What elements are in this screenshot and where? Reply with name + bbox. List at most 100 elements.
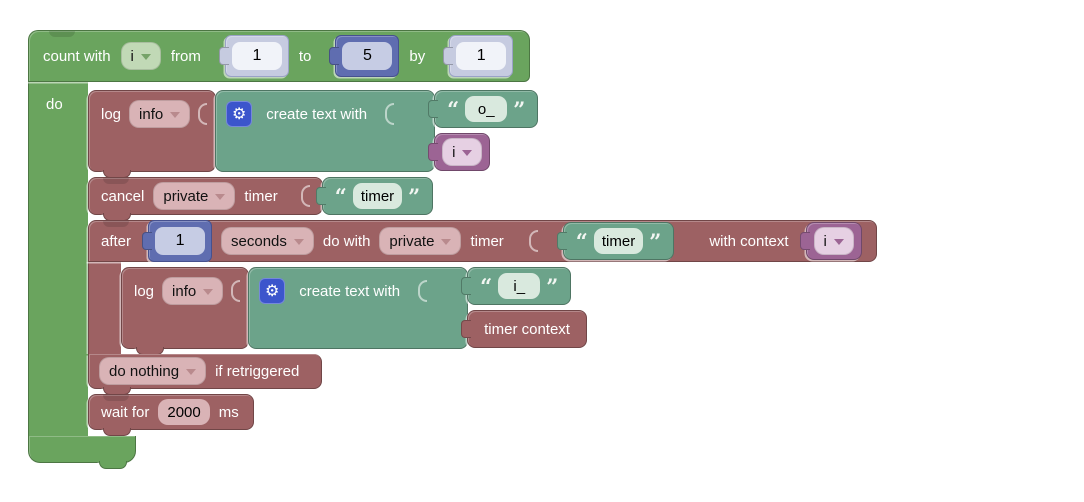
variable-block-i[interactable]: i bbox=[434, 133, 491, 171]
after-timer-block[interactable]: after 1 seconds do with private bbox=[88, 220, 877, 395]
loop-variable-value: i bbox=[130, 47, 134, 65]
close-quote-icon: ” bbox=[513, 96, 526, 122]
gear-icon: ⚙ bbox=[265, 283, 280, 300]
log-level-dropdown[interactable]: info bbox=[129, 100, 191, 128]
after-label: after bbox=[101, 232, 132, 250]
open-quote-icon: “ bbox=[334, 183, 347, 209]
close-quote-icon: ” bbox=[408, 183, 421, 209]
loop-to-label: to bbox=[298, 47, 312, 65]
input-socket bbox=[528, 230, 538, 252]
dropdown-arrow-icon bbox=[293, 238, 304, 245]
loop-header[interactable]: count with i from 1 to 5 by 1 bbox=[28, 30, 531, 82]
input-socket bbox=[300, 185, 310, 207]
cancel-timer-row: cancel private timer “ timer ” bbox=[88, 177, 434, 221]
create-text-block[interactable]: ⚙ create text with bbox=[215, 90, 436, 172]
timer-scope-value: private bbox=[389, 232, 435, 250]
log-label: log bbox=[134, 282, 155, 300]
variable-dropdown[interactable]: i bbox=[813, 227, 854, 255]
wait-block[interactable]: wait for 2000 ms bbox=[88, 394, 254, 436]
by-number-block[interactable]: 1 bbox=[449, 35, 514, 77]
gear-icon: ⚙ bbox=[232, 106, 247, 123]
to-number-block[interactable]: 5 bbox=[335, 35, 400, 77]
dropdown-arrow-icon bbox=[170, 111, 181, 118]
log-level-dropdown[interactable]: info bbox=[162, 277, 224, 305]
variable-value: i bbox=[452, 143, 456, 161]
time-unit-value: seconds bbox=[231, 232, 287, 250]
open-quote-icon: “ bbox=[575, 228, 588, 254]
count-with-loop-block[interactable]: count with i from 1 to 5 by 1 do bbox=[28, 30, 877, 469]
time-unit-dropdown[interactable]: seconds bbox=[221, 227, 314, 255]
cancel-timer-block[interactable]: cancel private timer bbox=[88, 177, 323, 221]
loop-foot bbox=[28, 436, 136, 469]
create-text-block[interactable]: ⚙ create text with bbox=[248, 267, 469, 349]
dropdown-arrow-icon bbox=[215, 193, 226, 200]
context-variable-block[interactable]: i bbox=[805, 222, 862, 260]
loop-variable-dropdown[interactable]: i bbox=[120, 42, 161, 70]
string-field[interactable]: timer bbox=[593, 228, 644, 254]
input-socket bbox=[231, 280, 241, 302]
dropdown-arrow-icon bbox=[186, 368, 197, 375]
dropdown-arrow-icon bbox=[140, 53, 151, 60]
log-level-value: info bbox=[139, 105, 164, 123]
with-context-label: with context bbox=[709, 232, 789, 250]
close-quote-icon: ” bbox=[649, 228, 662, 254]
dropdown-arrow-icon bbox=[441, 238, 452, 245]
from-number-block[interactable]: 1 bbox=[224, 35, 289, 77]
from-number-field[interactable]: 1 bbox=[231, 42, 282, 70]
timer-label: timer bbox=[470, 232, 504, 250]
variable-dropdown[interactable]: i bbox=[442, 138, 483, 166]
loop-do-label: do bbox=[46, 96, 63, 113]
string-block[interactable]: “ o_ ” bbox=[434, 90, 539, 128]
retrigger-policy-value: do nothing bbox=[109, 362, 180, 380]
open-quote-icon: “ bbox=[447, 96, 460, 122]
string-field[interactable]: i_ bbox=[498, 273, 541, 299]
timer-scope-value: private bbox=[163, 187, 209, 205]
string-field[interactable]: timer bbox=[352, 183, 403, 209]
inner-log-statement-row: log info bbox=[121, 267, 587, 355]
input-socket bbox=[418, 280, 428, 302]
timer-scope-dropdown[interactable]: private bbox=[379, 227, 462, 255]
mutator-gear-button[interactable]: ⚙ bbox=[259, 278, 286, 304]
delay-number-field[interactable]: 1 bbox=[155, 227, 206, 255]
dropdown-arrow-icon bbox=[833, 238, 844, 245]
variable-value: i bbox=[823, 232, 827, 250]
string-block-timer-name[interactable]: “ timer ” bbox=[321, 177, 434, 215]
loop-count-with-label: count with bbox=[43, 47, 111, 65]
delay-number-block[interactable]: 1 bbox=[148, 220, 213, 262]
by-number-field[interactable]: 1 bbox=[456, 42, 507, 70]
do-with-label: do with bbox=[322, 232, 371, 250]
string-block[interactable]: “ i_ ” bbox=[467, 267, 572, 305]
wait-ms-field[interactable]: 2000 bbox=[158, 399, 210, 425]
open-quote-icon: “ bbox=[480, 273, 493, 299]
dropdown-arrow-icon bbox=[203, 288, 214, 295]
loop-by-label: by bbox=[409, 47, 426, 65]
after-block-spine bbox=[88, 262, 121, 354]
input-socket bbox=[198, 103, 208, 125]
timer-label: timer bbox=[244, 187, 278, 205]
input-socket bbox=[385, 103, 395, 125]
log-label: log bbox=[101, 105, 122, 123]
string-field[interactable]: o_ bbox=[465, 96, 508, 122]
timer-scope-dropdown[interactable]: private bbox=[153, 182, 236, 210]
log-block[interactable]: log info bbox=[121, 267, 250, 355]
string-block-timer-name[interactable]: “ timer ” bbox=[562, 222, 675, 260]
close-quote-icon: ” bbox=[546, 273, 559, 299]
create-text-label: create text with bbox=[299, 282, 401, 300]
timer-context-label: timer context bbox=[484, 320, 570, 338]
timer-context-block[interactable]: timer context bbox=[467, 310, 587, 348]
loop-from-label: from bbox=[170, 47, 201, 65]
to-number-field[interactable]: 5 bbox=[342, 42, 393, 70]
log-block[interactable]: log info bbox=[88, 90, 217, 178]
log-statement-row: log info ⚙ cre bbox=[88, 90, 539, 178]
dropdown-arrow-icon bbox=[462, 149, 473, 156]
retrigger-policy-dropdown[interactable]: do nothing bbox=[99, 357, 207, 385]
create-text-label: create text with bbox=[266, 105, 368, 123]
loop-statement-stack: log info ⚙ cre bbox=[88, 82, 877, 436]
after-retrigger-row[interactable]: do nothing if retriggered bbox=[88, 354, 323, 395]
cancel-label: cancel bbox=[101, 187, 145, 205]
ms-label: ms bbox=[218, 403, 239, 421]
after-timer-header[interactable]: after 1 seconds do with private bbox=[88, 220, 877, 262]
mutator-gear-button[interactable]: ⚙ bbox=[226, 101, 253, 127]
wait-for-label: wait for bbox=[101, 403, 150, 421]
